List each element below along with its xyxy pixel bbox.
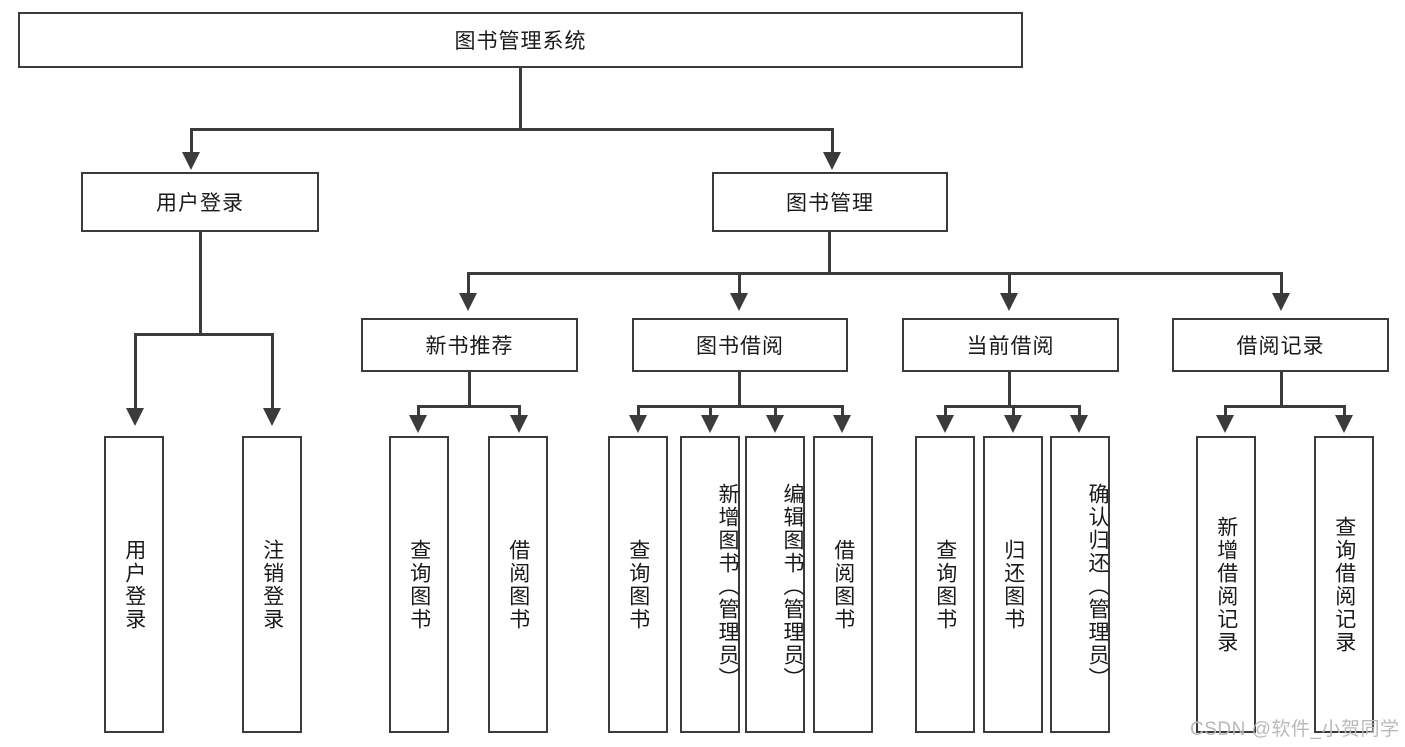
leaf-current-borrow-confirm-return-admin[interactable]: 确认归还（管理员） xyxy=(1050,436,1110,733)
node-label: 新书推荐 xyxy=(425,335,514,358)
connector-bm-to-borrow-record xyxy=(1280,272,1283,296)
connector-current-borrow-to-leaf-1 xyxy=(944,405,947,418)
leaf-label: 查询图书 xyxy=(626,538,650,631)
leaf-label: 查询图书 xyxy=(933,538,957,631)
arrow-bm-to-new-book xyxy=(459,293,477,311)
connector-user-login-stem xyxy=(199,232,202,335)
connector-borrow-record-bar xyxy=(1224,405,1344,408)
connector-book-management-bar xyxy=(467,272,1283,275)
arrow-current-borrow-to-leaf-2 xyxy=(1004,415,1022,433)
connector-bm-to-new-book xyxy=(467,272,470,296)
leaf-label: 借阅图书 xyxy=(831,538,855,631)
connector-root-stem xyxy=(519,68,522,130)
leaf-label: 用户登录 xyxy=(122,538,146,631)
connector-new-book-to-leaf-2 xyxy=(518,405,521,418)
arrow-bm-to-current-borrow xyxy=(1000,293,1018,311)
leaf-current-borrow-query-book[interactable]: 查询图书 xyxy=(915,436,975,733)
node-book-management-system[interactable]: 图书管理系统 xyxy=(18,12,1023,68)
connector-new-book-bar xyxy=(417,405,520,408)
connector-borrow-record-to-leaf-1 xyxy=(1224,405,1227,418)
arrow-root-to-book-management xyxy=(823,152,841,170)
node-label: 图书管理 xyxy=(786,192,874,215)
leaf-label: 编辑图书（管理员） xyxy=(781,483,804,690)
arrow-book-borrow-to-leaf-3 xyxy=(766,415,784,433)
leaf-label: 注销登录 xyxy=(260,538,284,631)
node-label: 当前借阅 xyxy=(966,335,1055,358)
arrow-book-borrow-to-leaf-1 xyxy=(629,415,647,433)
connector-book-management-stem xyxy=(828,232,831,274)
connector-new-book-to-leaf-1 xyxy=(417,405,420,418)
leaf-borrow-record-add-record[interactable]: 新增借阅记录 xyxy=(1196,436,1256,733)
arrow-book-borrow-to-leaf-4 xyxy=(833,415,851,433)
leaf-book-borrow-borrow-book[interactable]: 借阅图书 xyxy=(813,436,873,733)
leaf-new-book-query-book[interactable]: 查询图书 xyxy=(389,436,449,733)
leaf-borrow-record-query-record[interactable]: 查询借阅记录 xyxy=(1314,436,1374,733)
arrow-current-borrow-to-leaf-1 xyxy=(936,415,954,433)
arrow-user-login-to-leaf-2 xyxy=(263,408,281,426)
connector-book-borrow-to-leaf-3 xyxy=(774,405,777,418)
node-book-borrow[interactable]: 图书借阅 xyxy=(632,318,848,372)
leaf-book-borrow-add-book-admin[interactable]: 新增图书（管理员） xyxy=(680,436,740,733)
node-label: 用户登录 xyxy=(156,192,244,215)
leaf-label: 新增借阅记录 xyxy=(1214,515,1238,654)
arrow-user-login-to-leaf-1 xyxy=(126,408,144,426)
leaf-new-book-borrow-book[interactable]: 借阅图书 xyxy=(488,436,548,733)
leaf-book-borrow-query-book[interactable]: 查询图书 xyxy=(608,436,668,733)
arrow-borrow-record-to-leaf-2 xyxy=(1335,415,1353,433)
arrow-borrow-record-to-leaf-1 xyxy=(1216,415,1234,433)
connector-root-to-book-management xyxy=(831,128,834,156)
connector-book-borrow-to-leaf-2 xyxy=(709,405,712,418)
connector-bm-to-book-borrow xyxy=(738,272,741,296)
connector-current-borrow-to-leaf-2 xyxy=(1012,405,1015,418)
node-user-login[interactable]: 用户登录 xyxy=(81,172,319,232)
node-label: 图书管理系统 xyxy=(454,30,587,53)
connector-book-borrow-stem xyxy=(738,372,741,407)
node-borrow-record[interactable]: 借阅记录 xyxy=(1172,318,1389,372)
arrow-book-borrow-to-leaf-2 xyxy=(701,415,719,433)
connector-root-to-user-login xyxy=(190,128,193,156)
connector-borrow-record-stem xyxy=(1280,372,1283,407)
leaf-label: 确认归还（管理员） xyxy=(1086,483,1109,690)
arrow-new-book-to-leaf-1 xyxy=(409,415,427,433)
connector-book-borrow-to-leaf-1 xyxy=(637,405,640,418)
connector-user-login-bar xyxy=(134,333,273,336)
arrow-current-borrow-to-leaf-3 xyxy=(1070,415,1088,433)
leaf-label: 借阅图书 xyxy=(506,538,530,631)
connector-user-login-to-leaf-2 xyxy=(271,333,274,411)
leaf-label: 新增图书（管理员） xyxy=(716,483,739,690)
connector-book-borrow-to-leaf-4 xyxy=(841,405,844,418)
connector-bm-to-current-borrow xyxy=(1008,272,1011,296)
leaf-current-borrow-return-book[interactable]: 归还图书 xyxy=(983,436,1043,733)
leaf-user-login[interactable]: 用户登录 xyxy=(104,436,164,733)
node-new-book-recommend[interactable]: 新书推荐 xyxy=(361,318,578,372)
node-book-management[interactable]: 图书管理 xyxy=(712,172,948,232)
connector-borrow-record-to-leaf-2 xyxy=(1343,405,1346,418)
connector-user-login-to-leaf-1 xyxy=(134,333,137,411)
leaf-label: 查询图书 xyxy=(407,538,431,631)
leaf-label: 归还图书 xyxy=(1001,538,1025,631)
node-current-borrow[interactable]: 当前借阅 xyxy=(902,318,1119,372)
leaf-book-borrow-edit-book-admin[interactable]: 编辑图书（管理员） xyxy=(745,436,805,733)
arrow-root-to-user-login xyxy=(182,152,200,170)
connector-current-borrow-to-leaf-3 xyxy=(1078,405,1081,418)
arrow-bm-to-borrow-record xyxy=(1272,293,1290,311)
leaf-label: 查询借阅记录 xyxy=(1332,515,1356,654)
connector-root-bar xyxy=(190,128,833,131)
node-label: 借阅记录 xyxy=(1236,335,1325,358)
connector-current-borrow-stem xyxy=(1008,372,1011,407)
arrow-new-book-to-leaf-2 xyxy=(510,415,528,433)
connector-new-book-stem xyxy=(468,372,471,407)
node-label: 图书借阅 xyxy=(696,335,784,358)
leaf-logout[interactable]: 注销登录 xyxy=(242,436,302,733)
connector-book-borrow-bar xyxy=(637,405,843,408)
arrow-bm-to-book-borrow xyxy=(730,293,748,311)
